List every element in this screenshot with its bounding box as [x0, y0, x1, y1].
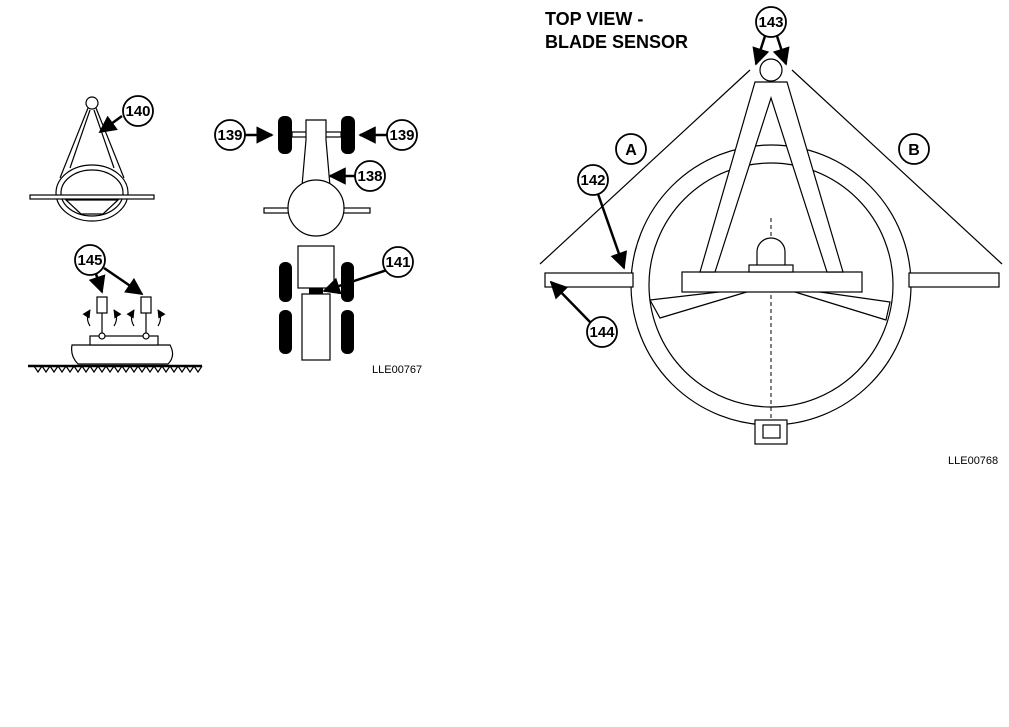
- label-b-text: B: [908, 142, 920, 159]
- sensor-stringline-view: [28, 296, 203, 374]
- callout-138-label: 138: [357, 168, 382, 185]
- callout-142-label: 142: [580, 172, 605, 189]
- callout-141-label: 141: [385, 254, 410, 271]
- figure-id-left: LLE00767: [372, 364, 422, 376]
- callout-139-right: 139: [358, 119, 418, 151]
- callout-145: 145: [74, 244, 144, 296]
- callout-143: 143: [752, 6, 790, 66]
- right-figure: TOP VIEW - BLADE SENSOR: [539, 6, 1003, 467]
- callout-145-label: 145: [77, 252, 102, 269]
- sensor-front-view: [29, 96, 155, 222]
- sensor-mount: [759, 58, 783, 82]
- callout-144-label: 144: [589, 324, 615, 341]
- callout-140: 140: [98, 95, 154, 134]
- machine-top-view: [263, 116, 371, 361]
- bottom-tab: [754, 419, 788, 445]
- callout-139-right-label: 139: [389, 127, 414, 144]
- blade-base-bar: [681, 271, 863, 293]
- figure-title-line1: TOP VIEW -: [545, 9, 643, 29]
- callout-141: 141: [322, 246, 414, 295]
- figure-id-right: LLE00768: [948, 455, 998, 467]
- sensing-line-b: [791, 69, 1003, 265]
- left-figure: 140 145: [28, 95, 422, 376]
- label-a-text: A: [625, 142, 637, 159]
- figure-title-line2: BLADE SENSOR: [545, 32, 688, 52]
- callout-143-label: 143: [758, 14, 783, 31]
- blade-right-bar: [908, 272, 1000, 288]
- label-a: A: [615, 133, 647, 165]
- callout-139-left-label: 139: [217, 127, 242, 144]
- callout-142: 142: [577, 164, 628, 270]
- label-b: B: [898, 133, 930, 165]
- callout-140-label: 140: [125, 103, 150, 120]
- callout-139-left: 139: [214, 119, 274, 151]
- a-frame: [699, 81, 844, 273]
- sensing-line-a: [539, 69, 751, 265]
- blade-left-bar: [544, 272, 634, 288]
- callout-138: 138: [328, 160, 386, 192]
- callout-144: 144: [549, 280, 618, 348]
- hitch-knob: [756, 237, 786, 267]
